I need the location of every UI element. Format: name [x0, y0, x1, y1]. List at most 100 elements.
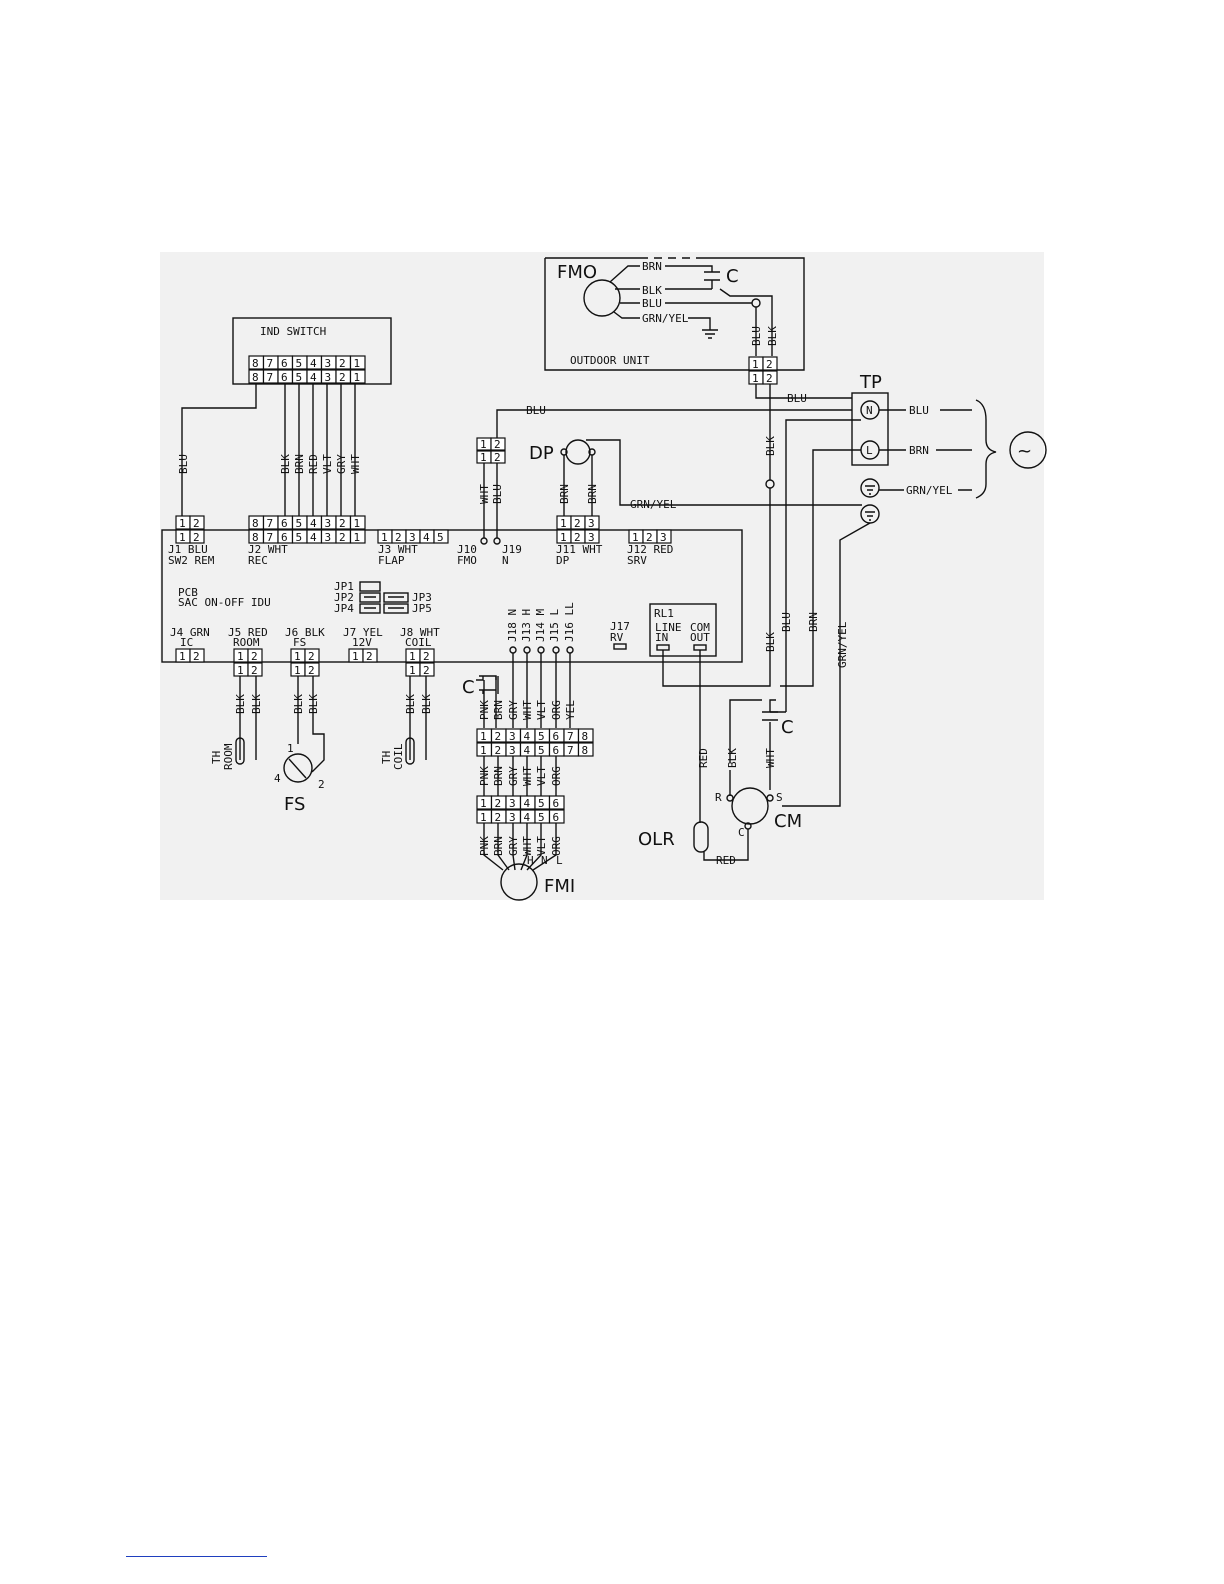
- fmi-conn8-pin: 8: [582, 744, 589, 757]
- supply-blu-label: BLU: [909, 404, 929, 417]
- footer-rule: [126, 1556, 267, 1557]
- fmi-wire-label: WHT: [521, 766, 534, 786]
- fmi-conn8-pin: 1: [480, 730, 487, 743]
- wire-label-blu: BLU: [780, 612, 793, 632]
- ind-switch-pin: 6: [281, 357, 288, 370]
- j2-wire-label: GRY: [335, 454, 348, 474]
- ind-switch-pin: 1: [354, 371, 361, 384]
- fmi-conn6-pin: 4: [524, 797, 531, 810]
- j2-pin: 6: [281, 517, 288, 530]
- fmi-conn6-pin: 2: [495, 797, 502, 810]
- j4-label: J4 GRN: [170, 626, 210, 639]
- ind-switch-title: IND SWITCH: [260, 325, 326, 338]
- j2-pin: 5: [296, 531, 303, 544]
- j3-label: J3 WHT: [378, 543, 418, 556]
- wire-label-blu: BLU: [526, 404, 546, 417]
- j6-pin: 1: [294, 650, 301, 663]
- j19-label: J19: [502, 543, 522, 556]
- j11-cell: [584, 529, 600, 544]
- fmi-conn6-pin: 2: [495, 811, 502, 824]
- j2-pin: 4: [310, 531, 317, 544]
- supply-gy-label: GRN/YEL: [906, 484, 953, 497]
- th-coil-wire-label: BLK: [420, 694, 433, 714]
- olr-wire-label: RED: [716, 854, 736, 867]
- outdoor-unit: FMO BRN BLK BLU GRN/YEL C BLU BLK OUTDOO…: [544, 257, 805, 385]
- j2-pin: 1: [354, 517, 361, 530]
- j5-pin: 1: [237, 650, 244, 663]
- fmi-wire-label: GRY: [507, 836, 520, 856]
- fs-label: FS: [284, 794, 305, 815]
- j2-wire-label: RED: [307, 454, 320, 474]
- ind-switch-pin: 2: [339, 357, 346, 370]
- j8-pin: 2: [423, 650, 430, 663]
- th-coil-sublabel: COIL: [392, 743, 405, 770]
- j3-cell: [433, 529, 449, 544]
- j6-pin: 1: [294, 664, 301, 677]
- j1-pin: 1: [179, 531, 186, 544]
- fan-jack-label: J14 M: [534, 609, 547, 642]
- j2-wire-label: BRN: [293, 454, 306, 474]
- j3-pin: 3: [409, 531, 416, 544]
- j12-pin: 1: [632, 531, 639, 544]
- tp-l-label: L: [866, 444, 873, 457]
- fmi-wire-label: WHT: [521, 700, 534, 720]
- fmi-conn8-pin: 2: [495, 744, 502, 757]
- cm-c-label: C: [738, 826, 745, 839]
- j5-pin: 2: [251, 650, 258, 663]
- j11-pin: 1: [560, 531, 567, 544]
- outdoor-conn-wire-blk: BLK: [766, 326, 779, 346]
- ind-switch-pin: 2: [339, 371, 346, 384]
- j5-cell: [247, 662, 263, 677]
- j5-sublabel: ROOM: [233, 636, 260, 649]
- j2-label: J2 WHT: [248, 543, 288, 556]
- j10-label: J10: [457, 543, 477, 556]
- fmi-conn8-pin: 5: [538, 730, 545, 743]
- fmi-conn6-pin: 3: [509, 797, 516, 810]
- dp-motor-icon: [565, 439, 591, 465]
- fan-jack-label: J16 LL: [563, 602, 576, 642]
- j2-pin: 6: [281, 531, 288, 544]
- rl1-out-label: OUT: [690, 631, 710, 644]
- j11-pin: 1: [560, 517, 567, 530]
- fmo-motor-icon: [583, 279, 621, 317]
- j3-pin: 5: [437, 531, 444, 544]
- j8-cell: [419, 648, 435, 663]
- pin: 2: [494, 451, 501, 464]
- ind-switch-pin: 8: [252, 357, 259, 370]
- j12-pin: 2: [646, 531, 653, 544]
- fmi-conn6-pin: 1: [480, 797, 487, 810]
- compressor-icon: [731, 787, 769, 825]
- rl1-com-label: COM: [690, 621, 710, 634]
- fmi-conn8-pin: 4: [524, 730, 531, 743]
- fan-jack-label: J18 N: [506, 609, 519, 642]
- j2-wire-label: WHT: [349, 454, 362, 474]
- j2-wire-label: BLK: [279, 454, 292, 474]
- j8-pin: 1: [409, 664, 416, 677]
- wire-label-blu: BLU: [787, 392, 807, 405]
- j1-pin: 1: [179, 517, 186, 530]
- j2-sublabel: REC: [248, 554, 268, 567]
- fmi-wire-label: YEL: [564, 700, 577, 720]
- j2-cell: [349, 529, 366, 544]
- j6-cell: [304, 648, 320, 663]
- fmi-wire-label: ORG: [550, 836, 563, 856]
- fmi-cap-label: C: [462, 677, 475, 698]
- fmi-conn6-pin: 6: [553, 797, 560, 810]
- fmi-conn8-pin: 3: [509, 730, 516, 743]
- rl1-in-label: IN: [655, 631, 668, 644]
- j1-cell: [189, 529, 205, 544]
- ind-switch-cell: [349, 355, 366, 370]
- j5-cell: [247, 648, 263, 663]
- fmi-wire: [497, 823, 510, 871]
- fmi-conn8-pin: 4: [524, 744, 531, 757]
- pcb-title: PCB: [178, 586, 198, 599]
- wire-label-grn-yel: GRN/YEL: [836, 621, 849, 668]
- ac-source-symbol: ~: [1017, 441, 1032, 462]
- j10-sublabel: FMO: [457, 554, 477, 567]
- wire-label-blk: BLK: [764, 436, 777, 456]
- fs-pin-1: 1: [287, 742, 294, 755]
